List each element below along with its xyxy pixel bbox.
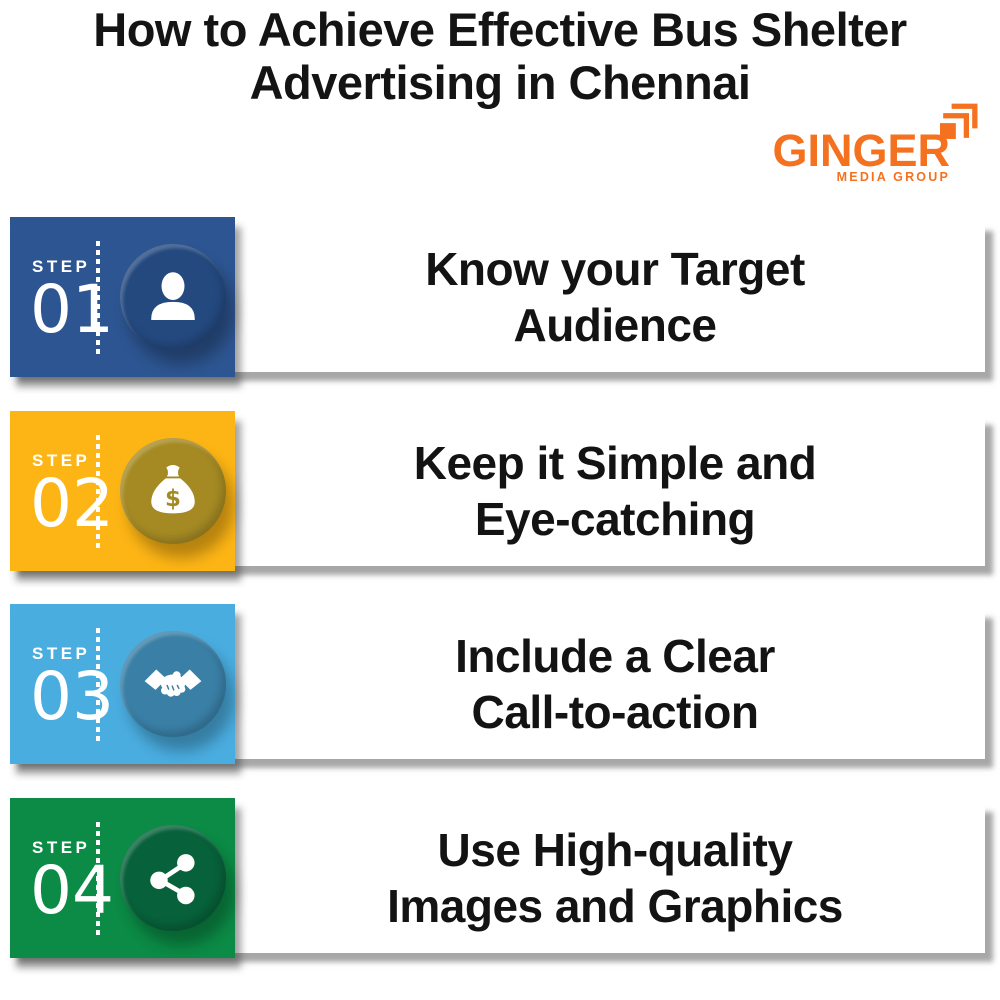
step-2-title-line1: Keep it Simple and bbox=[413, 436, 817, 489]
logo-wordmark: GINGER bbox=[772, 125, 950, 176]
step-3-icon-badge bbox=[120, 631, 226, 737]
dotted-divider bbox=[96, 822, 100, 938]
step-1-title-line1: Know your Target bbox=[425, 242, 805, 295]
step-4-number: 04 bbox=[30, 852, 114, 929]
step-2-color-block: STEP 02 $ bbox=[10, 411, 235, 571]
step-4-title-line1: Use High-quality bbox=[437, 823, 793, 876]
ginger-media-group-logo: GINGER MEDIA GROUP bbox=[748, 100, 978, 190]
step-2-title-line2: Eye-catching bbox=[474, 493, 756, 545]
handshake-icon bbox=[141, 662, 205, 706]
dotted-divider bbox=[96, 435, 100, 551]
money-bag-icon: $ bbox=[144, 462, 202, 520]
step-4-icon-badge bbox=[120, 825, 226, 931]
step-4-title: Use High-quality Images and Graphics bbox=[240, 803, 990, 953]
step-4-label: STEP bbox=[32, 838, 91, 857]
dotted-divider bbox=[96, 241, 100, 357]
corner-layers-icon bbox=[940, 102, 978, 140]
page-title: How to Achieve Effective Bus Shelter Adv… bbox=[0, 3, 1000, 109]
step-row-4: Use High-quality Images and Graphics STE… bbox=[0, 798, 1000, 963]
svg-text:$: $ bbox=[165, 486, 181, 512]
step-1-bar: Know your Target Audience bbox=[10, 222, 985, 372]
step-2-icon-badge: $ bbox=[120, 438, 226, 544]
step-4-title-line2: Images and Graphics bbox=[387, 880, 843, 932]
page-title-line2: Advertising in Chennai bbox=[249, 55, 751, 109]
step-1-label: STEP bbox=[32, 257, 91, 276]
step-3-color-block: STEP 03 bbox=[10, 604, 235, 764]
step-4-color-block: STEP 04 bbox=[10, 798, 235, 958]
step-row-1: Know your Target Audience STEP 01 bbox=[0, 217, 1000, 382]
step-2-title: Keep it Simple and Eye-catching bbox=[240, 416, 990, 566]
step-1-icon-badge bbox=[120, 244, 226, 350]
dotted-divider bbox=[96, 628, 100, 744]
step-2-number: 02 bbox=[30, 465, 114, 542]
step-1-title-line2: Audience bbox=[513, 299, 717, 351]
share-icon bbox=[145, 850, 201, 906]
page-title-line1: How to Achieve Effective Bus Shelter bbox=[93, 3, 907, 56]
step-1-color-block: STEP 01 bbox=[10, 217, 235, 377]
step-row-3: Include a Clear Call-to-action STEP 03 bbox=[0, 604, 1000, 769]
step-3-label: STEP bbox=[32, 644, 91, 663]
step-3-title-line2: Call-to-action bbox=[471, 686, 759, 738]
step-3-title-line1: Include a Clear bbox=[455, 629, 775, 682]
step-3-title: Include a Clear Call-to-action bbox=[240, 609, 990, 759]
step-3-number: 03 bbox=[30, 658, 114, 735]
step-row-2: Keep it Simple and Eye-catching STEP 02 … bbox=[0, 411, 1000, 576]
step-2-label: STEP bbox=[32, 451, 91, 470]
logo-tagline: MEDIA GROUP bbox=[836, 170, 950, 184]
step-1-title: Know your Target Audience bbox=[240, 222, 990, 372]
step-1-number: 01 bbox=[30, 271, 114, 348]
person-icon bbox=[144, 268, 202, 326]
